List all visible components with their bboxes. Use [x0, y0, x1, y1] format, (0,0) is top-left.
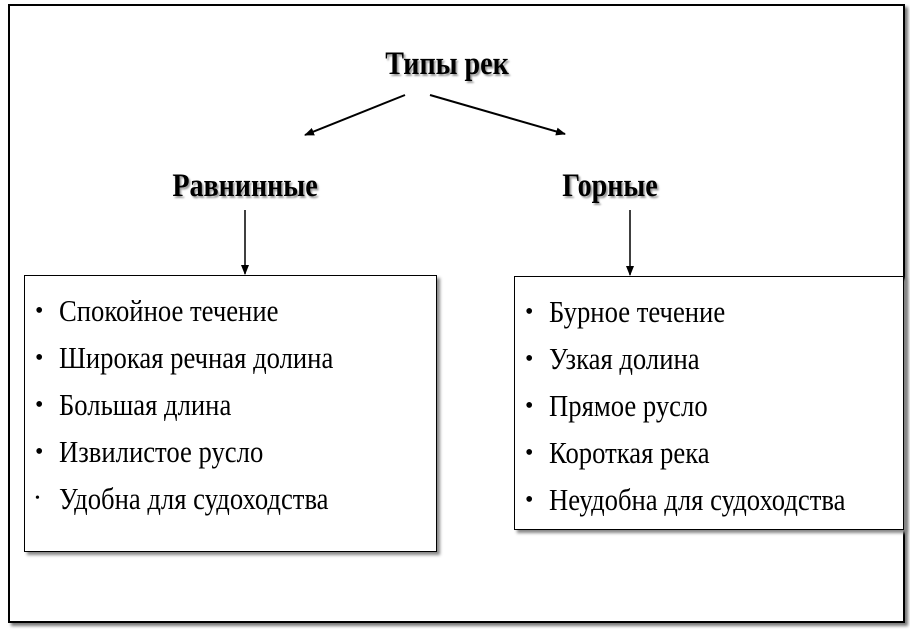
- bullet-icon: •: [525, 299, 534, 325]
- diagram-title: Типы рек: [385, 46, 509, 82]
- list-item: •Широкая речная долина: [35, 338, 436, 385]
- bullet-icon: •: [525, 440, 534, 466]
- heading-mountain-rivers: Горные: [562, 168, 658, 204]
- diagram-frame: [8, 4, 905, 623]
- bullet-icon: •: [35, 345, 44, 371]
- mountain-rivers-list: •Бурное течение •Узкая долина •Прямое ру…: [515, 277, 903, 527]
- bullet-icon: •: [525, 487, 534, 513]
- arrow-to-right: [429, 94, 566, 136]
- bullet-icon: •: [35, 298, 44, 324]
- arrow-to-left: [304, 94, 406, 136]
- bullet-icon: •: [35, 439, 44, 465]
- list-item: •Узкая долина: [525, 339, 903, 386]
- mountain-rivers-box: •Бурное течение •Узкая долина •Прямое ру…: [514, 276, 904, 530]
- plain-rivers-list: •Спокойное течение •Широкая речная долин…: [25, 276, 436, 526]
- list-item: •Большая длина: [35, 385, 436, 432]
- bullet-icon: •: [35, 491, 40, 506]
- list-item: •Удобна для судоходства: [35, 479, 436, 526]
- bullet-icon: •: [525, 393, 534, 419]
- list-item: •Бурное течение: [525, 292, 903, 339]
- plain-rivers-box: •Спокойное течение •Широкая речная долин…: [24, 275, 437, 552]
- heading-plain-rivers: Равнинные: [172, 168, 318, 204]
- list-item: •Извилистое русло: [35, 432, 436, 479]
- list-item: •Прямое русло: [525, 386, 903, 433]
- list-item: •Короткая река: [525, 433, 903, 480]
- list-item: •Неудобна для судоходства: [525, 480, 903, 527]
- bullet-icon: •: [35, 392, 44, 418]
- list-item: •Спокойное течение: [35, 291, 436, 338]
- bullet-icon: •: [525, 346, 534, 372]
